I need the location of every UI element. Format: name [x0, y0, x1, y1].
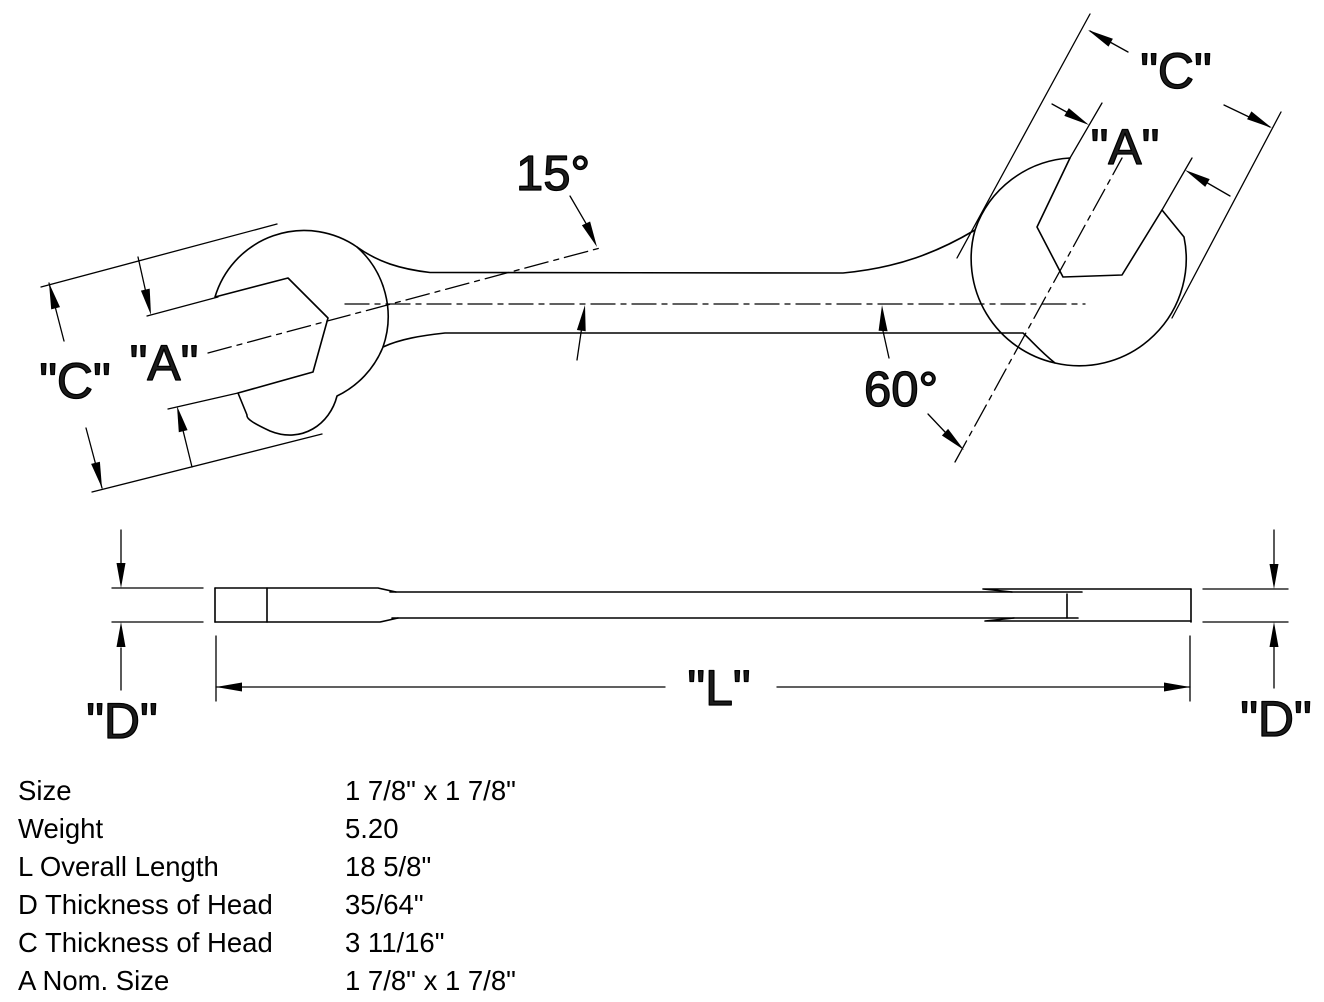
angle-15-centerline-arrowhead	[576, 305, 586, 332]
angle-15-centerline-leader	[576, 330, 582, 361]
angle-15-annotation: 15°	[515, 146, 597, 361]
spec-value: 18 5/8"	[345, 851, 432, 882]
top-view-wrench-outline	[214, 157, 1187, 436]
left-head-boss-arc	[356, 246, 389, 348]
spec-label: Weight	[18, 813, 104, 844]
left-head-a-label: "A"	[130, 335, 199, 391]
d-left-arrowhead-bottom	[116, 622, 126, 647]
l-arrowhead-left	[216, 682, 242, 692]
left-head-c-label: "C"	[39, 353, 111, 409]
a-leader-left	[1051, 103, 1068, 113]
spec-label: Size	[18, 775, 72, 806]
c-extension-line-top	[40, 223, 278, 288]
table-row: L Overall Length 18 5/8"	[0, 851, 900, 889]
a-leader-top	[137, 256, 146, 291]
d-left-dimension: "D"	[86, 529, 204, 750]
d-left-arrowhead-top	[116, 563, 126, 588]
angle-60-centerline-leader	[882, 330, 890, 359]
angle-60-centerline-arrowhead	[878, 305, 888, 332]
angle-60-axis-arrowhead	[941, 428, 964, 450]
c-extension-line-left	[956, 13, 1091, 259]
a-face-extension-top	[146, 296, 219, 317]
left-head-axis-line	[207, 247, 601, 354]
spec-label: C Thickness of Head	[18, 927, 273, 958]
left-head-c-dimension: "C"	[39, 223, 323, 493]
spec-label: A Nom. Size	[18, 965, 170, 996]
right-head-c-dimension: "C"	[956, 13, 1282, 319]
right-head-a-label: "A"	[1091, 119, 1160, 175]
a-face-extension-left	[1069, 102, 1103, 159]
c-arrowhead-bottom	[91, 461, 102, 488]
right-head-c-label: "C"	[1140, 43, 1212, 99]
length-dimension: "L"	[215, 635, 1191, 717]
table-row: A Nom. Size 1 7/8" x 1 7/8"	[0, 965, 900, 1002]
spec-value: 3 11/16"	[345, 927, 445, 958]
a-arrowhead-left	[1064, 108, 1089, 125]
d-right-dimension: "D"	[1202, 529, 1312, 748]
c-extension-line-right	[1171, 111, 1282, 319]
angle-60-annotation: 60°	[863, 305, 964, 450]
spec-label: D Thickness of Head	[18, 889, 273, 920]
a-arrowhead-right	[1185, 170, 1210, 187]
spec-label: L Overall Length	[18, 851, 219, 882]
side-head-bottom-left	[214, 617, 399, 623]
side-head-top-left	[214, 587, 397, 593]
right-head-axis-line	[954, 157, 1123, 463]
left-head-a-dimension: "A"	[129, 256, 239, 468]
table-row: Weight 5.20	[0, 813, 900, 851]
side-head-top-right	[982, 588, 1192, 593]
table-row: C Thickness of Head 3 11/16"	[0, 927, 900, 965]
c-arrowhead-top	[49, 283, 60, 310]
d-right-label: "D"	[1240, 691, 1312, 747]
a-face-extension-right	[1161, 157, 1193, 211]
angle-15-leader	[569, 195, 587, 225]
c-extension-line-bottom	[91, 433, 323, 493]
side-head-bottom-right	[984, 617, 1192, 622]
l-arrowhead-right	[1164, 682, 1190, 692]
angle-60-axis-leader	[927, 413, 946, 433]
c-arrowhead-left	[1088, 30, 1113, 47]
d-right-arrowhead-top	[1269, 564, 1279, 589]
spec-value: 1 7/8" x 1 7/8"	[345, 965, 516, 996]
table-row: D Thickness of Head 35/64"	[0, 889, 900, 927]
angle-15-arrowhead	[581, 221, 597, 247]
d-left-label: "D"	[86, 693, 158, 749]
spec-value: 1 7/8" x 1 7/8"	[345, 775, 516, 806]
right-head-a-dimension: "A"	[1051, 102, 1231, 211]
a-arrowhead-bottom	[177, 406, 188, 433]
angle-15-label: 15°	[516, 147, 590, 201]
a-leader-bottom	[182, 430, 193, 468]
spec-value: 35/64"	[345, 889, 424, 920]
angle-60-label: 60°	[864, 363, 938, 417]
right-head-boss-arc	[970, 229, 1056, 364]
table-row: Size 1 7/8" x 1 7/8"	[0, 775, 900, 813]
spec-value: 5.20	[345, 813, 399, 844]
d-right-arrowhead-bottom	[1269, 622, 1279, 647]
a-leader-right	[1206, 182, 1231, 197]
centerlines	[207, 157, 1123, 463]
length-label: "L"	[687, 660, 750, 716]
a-arrowhead-top	[140, 288, 151, 315]
c-arrowhead-right	[1247, 111, 1272, 128]
side-view-profile	[214, 587, 1192, 623]
a-face-extension-bottom	[167, 392, 239, 410]
wrench-body-outline	[214, 157, 1187, 436]
